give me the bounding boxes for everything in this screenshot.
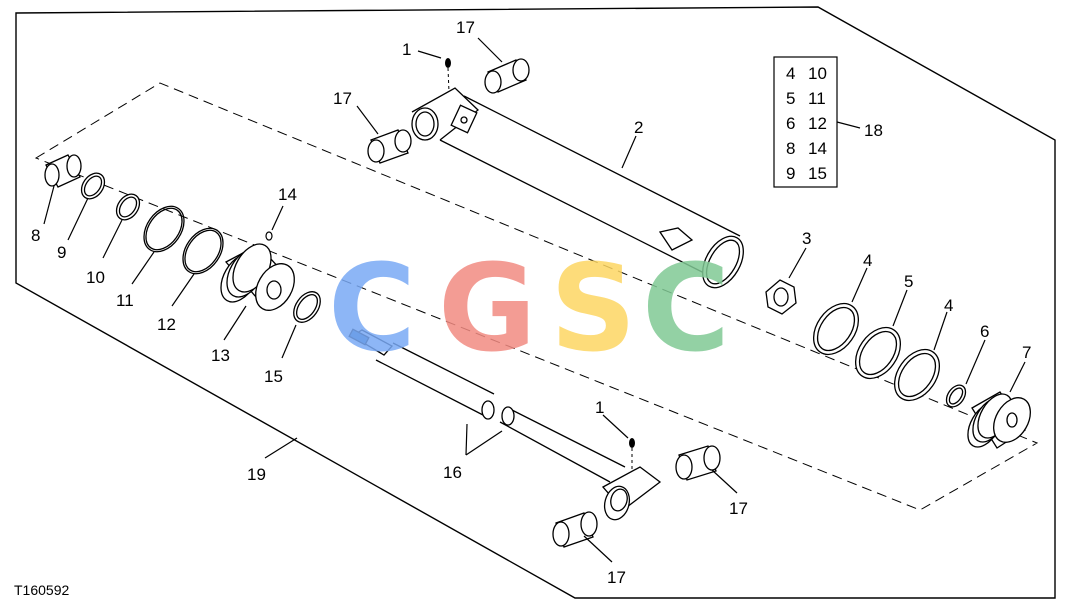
kit-table-rows: 4 10 5 11 6 12 8 14 9 15 xyxy=(786,64,827,183)
bushing-8 xyxy=(44,154,82,188)
callout-1-rod: 1 xyxy=(595,398,604,417)
kit-table-cell: 6 xyxy=(786,114,795,133)
callout-3: 3 xyxy=(802,229,811,248)
callout-5: 5 xyxy=(904,272,913,291)
seal-kit-dashed-outline xyxy=(34,82,1039,511)
piston xyxy=(967,391,1031,449)
o-ring-14 xyxy=(265,231,273,241)
callout-2: 2 xyxy=(634,118,643,137)
callout-4-second: 4 xyxy=(944,296,953,315)
bushing-top-right xyxy=(484,58,530,94)
callout-labels: 1 17 17 2 3 4 5 4 6 7 18 8 9 10 11 12 13… xyxy=(31,18,1031,587)
callout-11: 11 xyxy=(116,291,134,310)
kit-table: 4 10 5 11 6 12 8 14 9 15 xyxy=(773,56,838,188)
kit-table-cell: 9 xyxy=(786,164,795,183)
bushing-bottom-left xyxy=(552,511,598,548)
callout-13: 13 xyxy=(211,346,230,365)
piston-rod xyxy=(348,328,662,521)
callout-7: 7 xyxy=(1022,343,1031,362)
kit-table-cell: 12 xyxy=(808,114,827,133)
figure-id: T160592 xyxy=(14,582,69,598)
callout-1-top: 1 xyxy=(402,40,411,59)
kit-table-cell: 11 xyxy=(808,89,826,108)
callout-17-top-right: 17 xyxy=(456,18,475,37)
o-ring-15 xyxy=(293,291,321,323)
o-ring-6 xyxy=(945,384,967,408)
piston-seal-5 xyxy=(854,326,902,380)
callout-19: 19 xyxy=(247,465,266,484)
callout-15: 15 xyxy=(264,367,283,386)
watermark-letter-1: C xyxy=(328,240,416,379)
rod-seal-10 xyxy=(115,193,141,221)
bushing-top-left xyxy=(367,129,412,164)
callout-10: 10 xyxy=(86,268,105,287)
watermark-letter-3: S xyxy=(550,240,636,379)
leader-lines xyxy=(43,37,1026,563)
callout-9: 9 xyxy=(57,243,66,262)
kit-table-cell: 10 xyxy=(808,64,827,83)
callout-17-bottom-right: 17 xyxy=(729,499,748,518)
callout-18: 18 xyxy=(864,121,883,140)
cylinder-head xyxy=(220,243,295,311)
backup-ring-12 xyxy=(182,227,224,275)
watermark-logo: C G S C xyxy=(328,240,730,379)
kit-table-cell: 14 xyxy=(808,139,827,158)
diagram-border xyxy=(15,6,1056,599)
callout-4-first: 4 xyxy=(863,251,872,270)
watermark-letter-2: G xyxy=(438,240,537,379)
grease-fitting-top xyxy=(445,58,451,93)
kit-table-cell: 8 xyxy=(786,139,795,158)
kit-table-cell: 4 xyxy=(786,64,795,83)
callout-17-bottom-left: 17 xyxy=(607,568,626,587)
grease-fitting-rod xyxy=(629,438,635,470)
wear-ring-4a xyxy=(812,302,860,356)
callout-17-top-left: 17 xyxy=(333,89,352,108)
wear-ring-4b xyxy=(893,348,941,402)
bushing-bottom-right xyxy=(675,445,721,481)
callout-6: 6 xyxy=(980,322,989,341)
o-ring-11 xyxy=(143,205,185,253)
cylinder-barrel xyxy=(411,87,744,289)
callout-16: 16 xyxy=(443,463,462,482)
kit-table-cell: 15 xyxy=(808,164,827,183)
lock-nut xyxy=(765,279,797,315)
callout-8: 8 xyxy=(31,226,40,245)
callout-14: 14 xyxy=(278,185,297,204)
kit-table-cell: 5 xyxy=(786,89,795,108)
wiper-9 xyxy=(80,172,106,200)
watermark-letter-4: C xyxy=(642,240,730,379)
callout-12: 12 xyxy=(157,315,176,334)
